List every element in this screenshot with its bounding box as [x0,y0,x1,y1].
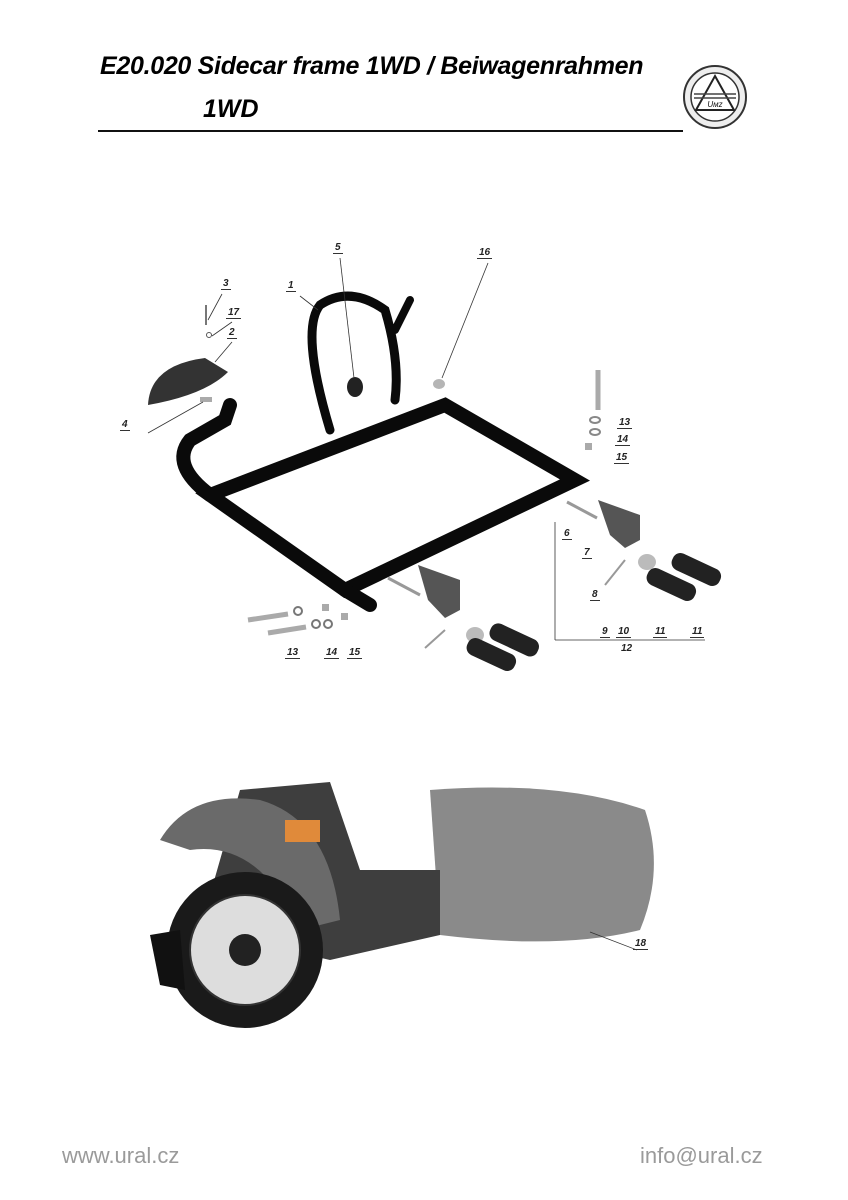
page-title: E20.020 Sidecar frame 1WD / Beiwagenrahm… [100,52,644,80]
svg-text:Uмz: Uмz [707,100,722,109]
callout-number: 14 [324,647,340,659]
callout-number: 3 [221,278,231,290]
callout-number: 11 [690,626,705,638]
nut [433,379,445,389]
callout-number: 6 [562,528,572,540]
callout-number: 15 [614,452,630,464]
frame-bushing [347,377,363,397]
footboard [148,358,228,405]
callout-number: 4 [120,419,130,431]
callout-number: 8 [590,589,600,601]
callout-number: 14 [615,434,631,446]
callout-number: 11 [653,626,668,638]
callout-number: 10 [616,626,632,638]
callout-number: 16 [477,247,493,259]
callout-number: 13 [617,417,633,429]
callout-number: 2 [227,327,237,339]
callout-number: 9 [600,626,610,638]
sidecar-photo [150,782,654,1028]
title-underline [98,130,683,132]
callout-number: 13 [285,647,301,659]
page-title-continuation: 1WD [203,95,259,123]
callout-number: 12 [621,643,633,654]
callout-number: 7 [582,547,592,559]
footer-email-link[interactable]: info@ural.cz [640,1143,763,1168]
callout-number: 5 [333,242,343,254]
callout-number: 17 [226,307,242,319]
callout-number: 18 [633,938,649,950]
sidecar-frame [176,291,591,612]
ural-logo-icon: Uмz [683,65,747,129]
callout-number: 1 [286,280,296,292]
footer-website-link[interactable]: www.ural.cz [62,1143,180,1168]
callout-number: 15 [347,647,363,659]
